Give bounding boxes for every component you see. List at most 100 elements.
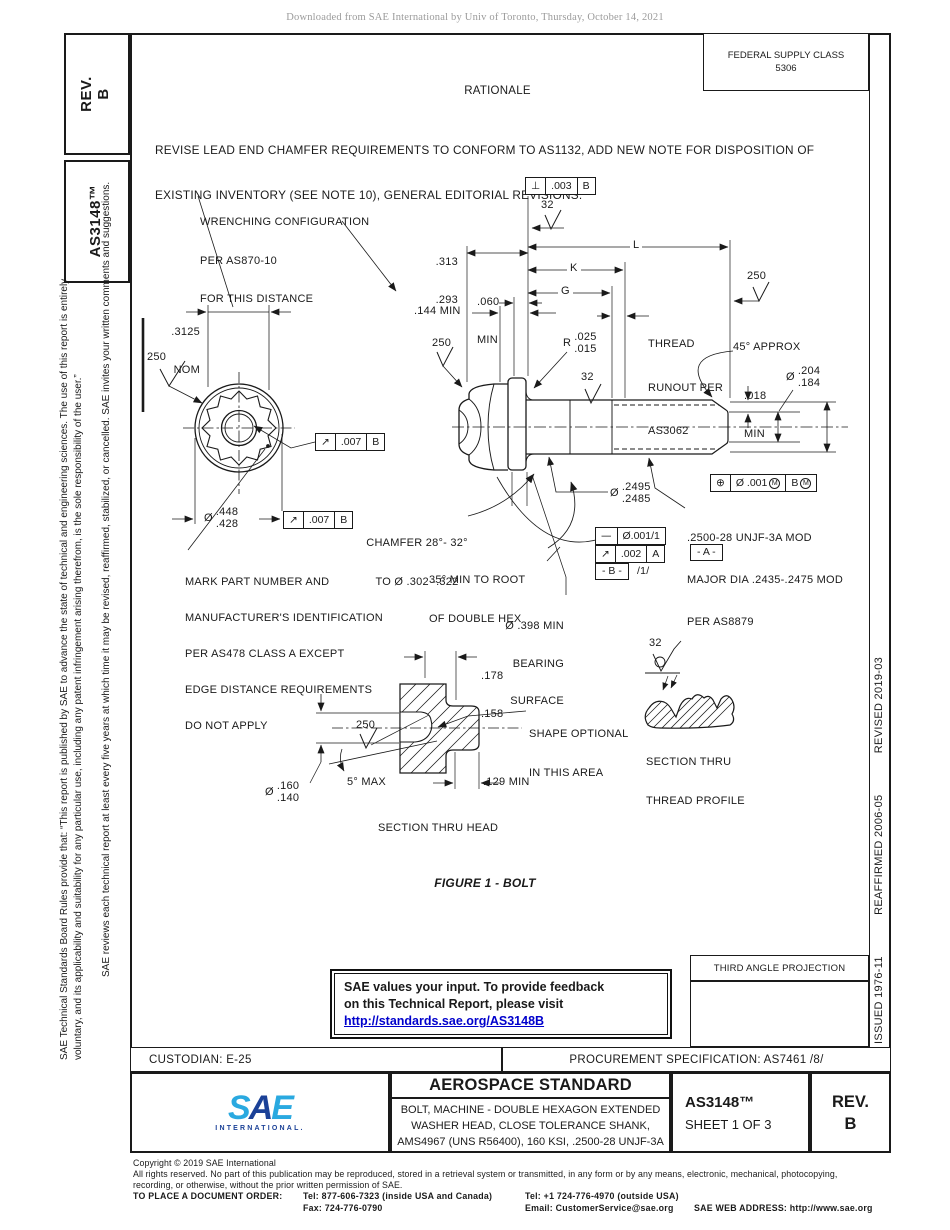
dim-value: .015	[574, 343, 597, 356]
dim-value: .025	[574, 331, 597, 343]
sidebar-docnum-box	[64, 160, 130, 283]
note-line: SHAPE OPTIONAL	[529, 728, 629, 740]
note-line: OF DOUBLE HEX	[429, 613, 522, 625]
caption-line: SECTION THRU	[646, 756, 732, 769]
federal-supply-class-value: 5306	[775, 63, 797, 74]
fcf-tolerance: .007	[302, 512, 334, 528]
download-banner: Downloaded from SAE International by Uni…	[286, 12, 664, 23]
diameter-icon: Ø	[265, 785, 274, 798]
doc-title-line: WASHER HEAD, CLOSE TOLERANCE SHANK,	[411, 1120, 650, 1132]
federal-supply-class-label: FEDERAL SUPPLY CLASS	[727, 50, 845, 61]
copyright-line-2: All rights reserved. No part of this pub…	[133, 1169, 838, 1179]
radius-symbol: R	[563, 336, 572, 349]
note-line: Ø .398 MIN	[505, 620, 564, 632]
datum-b-flag: - B -	[595, 563, 629, 580]
wrench-size-dim: .3125 NOM	[158, 301, 200, 402]
figure-caption: FIGURE 1 - BOLT	[434, 876, 536, 890]
dim-value: .313	[435, 256, 458, 269]
mmc-icon: M	[769, 477, 781, 489]
dim-letter-K: K	[567, 262, 581, 275]
revision-strip-divider	[869, 33, 870, 1047]
shank-diameter-dim: Ø .2495.2485	[610, 481, 651, 506]
dim-value: .2485	[621, 493, 651, 506]
fcf-runout-shank: ↗ .002 A	[595, 545, 666, 563]
federal-supply-class-box: FEDERAL SUPPLY CLASS 5306	[703, 33, 869, 91]
fcf-runout-side: ↗ .007 B	[283, 511, 354, 529]
fcf-datum: B	[576, 178, 595, 194]
custodian-value: CUSTODIAN: E-25	[149, 1053, 252, 1066]
surface-finish-32-shank: 32	[581, 371, 594, 383]
diameter-icon: Ø	[204, 511, 213, 524]
note-line: DO NOT APPLY	[185, 720, 268, 732]
order-fax: Fax: 724-776-0790	[303, 1203, 383, 1213]
dim-value: .428	[215, 518, 239, 531]
feedback-line-2: on this Technical Report, please visit	[344, 997, 564, 1011]
doc-number: AS3148™	[685, 1093, 755, 1111]
wrenching-note-line: WRENCHING CONFIGURATION	[200, 216, 370, 229]
doc-title: BOLT, MACHINE - DOUBLE HEXAGON EXTENDED …	[392, 1099, 669, 1150]
copyright-line-3: recording, or otherwise, without the pri…	[133, 1180, 403, 1190]
dim-value: .184	[797, 377, 821, 390]
sae-logo: SAE	[228, 1091, 294, 1125]
order-tel-1: Tel: 877-606-7323 (inside USA and Canada…	[303, 1191, 493, 1201]
note-line: THREAD	[648, 338, 695, 350]
note-line: TO Ø .302 -.322	[375, 576, 459, 588]
doc-title-line: BOLT, MACHINE - DOUBLE HEXAGON EXTENDED	[400, 1104, 661, 1116]
diameter-icon: Ø	[610, 486, 619, 499]
end-view	[141, 195, 397, 551]
feedback-link[interactable]: http://standards.sae.org/AS3148B	[344, 1014, 545, 1028]
surface-finish-250-section: 250	[356, 719, 376, 731]
note-line: MAJOR DIA .2435-.2475 MOD	[687, 574, 844, 586]
feedback-box: SAE values your input. To provide feedba…	[330, 969, 672, 1039]
head-diameter-dim: Ø .448.428	[204, 506, 238, 531]
note-line: CHAMFER 28°- 32°	[366, 537, 468, 549]
rev-cell: REV. B	[810, 1072, 891, 1153]
section-head-caption: SECTION THRU HEAD	[378, 822, 499, 834]
runout-icon: ↗	[321, 436, 330, 448]
sheet-number: SHEET 1 OF 3	[685, 1116, 772, 1132]
stub-length-dim: .129 MIN	[483, 776, 530, 788]
dim-value: .178	[481, 670, 504, 683]
dim-qualifier: NOM	[173, 364, 200, 377]
note-line: SURFACE	[510, 695, 564, 707]
straightness-icon: —	[601, 530, 612, 542]
wrenching-note-line: FOR THIS DISTANCE	[200, 292, 314, 305]
wrenching-depth-dim: .144 MIN	[414, 305, 461, 317]
note-line: 35° MIN TO ROOT	[429, 574, 526, 586]
dim-value: .158	[481, 708, 504, 721]
approx-45-label: 45° APPROX	[733, 341, 801, 353]
dim-value: .140	[276, 792, 300, 805]
dim-qualifier: MIN	[744, 428, 765, 441]
datum-a-flag: - A -	[690, 544, 723, 561]
dim-value: .204	[797, 365, 821, 377]
note-line: IN THIS AREA	[529, 767, 604, 779]
surface-finish-250-end: 250	[747, 270, 767, 282]
fcf-perpendicularity: ⊥ .003 B	[525, 177, 596, 195]
rationale-line-1: REVISE LEAD END CHAMFER REQUIREMENTS TO …	[155, 143, 815, 157]
dim-value: .018	[744, 390, 767, 403]
wrenching-note: WRENCHING CONFIGURATION PER AS870-10 FOR…	[200, 191, 369, 331]
per-unit-label: /1/	[637, 565, 650, 577]
dim-value: .293	[435, 294, 458, 307]
feedback-line-1: SAE values your input. To provide feedba…	[344, 980, 605, 994]
copyright-line-1: Copyright © 2019 SAE International	[133, 1158, 276, 1168]
note-line: .2500-28 UNJF-3A MOD	[687, 532, 812, 544]
fcf-datum: A	[646, 546, 664, 562]
diameter-icon: Ø	[786, 370, 795, 383]
fcf-datum: B	[366, 434, 384, 450]
chamfer-offset-dim: .018 MIN	[744, 365, 766, 466]
wrenching-note-line: PER AS870-10	[200, 254, 277, 267]
mmc-icon: M	[800, 477, 812, 489]
chamfer-note: CHAMFER 28°- 32° TO Ø .302 -.322	[363, 511, 471, 615]
note-line: MARK PART NUMBER AND	[185, 576, 330, 588]
fcf-tolerance: Ø.001/1	[616, 528, 665, 544]
projection-box: THIRD ANGLE PROJECTION	[690, 955, 869, 1047]
dim-value: .160	[276, 780, 300, 792]
dim-value: .2495	[621, 481, 651, 493]
feedback-box-inner-border: SAE values your input. To provide feedba…	[334, 973, 668, 1035]
title-cell: AEROSPACE STANDARD BOLT, MACHINE - DOUBL…	[390, 1072, 671, 1153]
logo-cell: SAE INTERNATIONAL.	[130, 1072, 390, 1153]
runout-icon: ↗	[601, 548, 610, 560]
fcf-tolerance: Ø .001	[735, 477, 768, 489]
position-icon: ⊕	[716, 477, 725, 489]
